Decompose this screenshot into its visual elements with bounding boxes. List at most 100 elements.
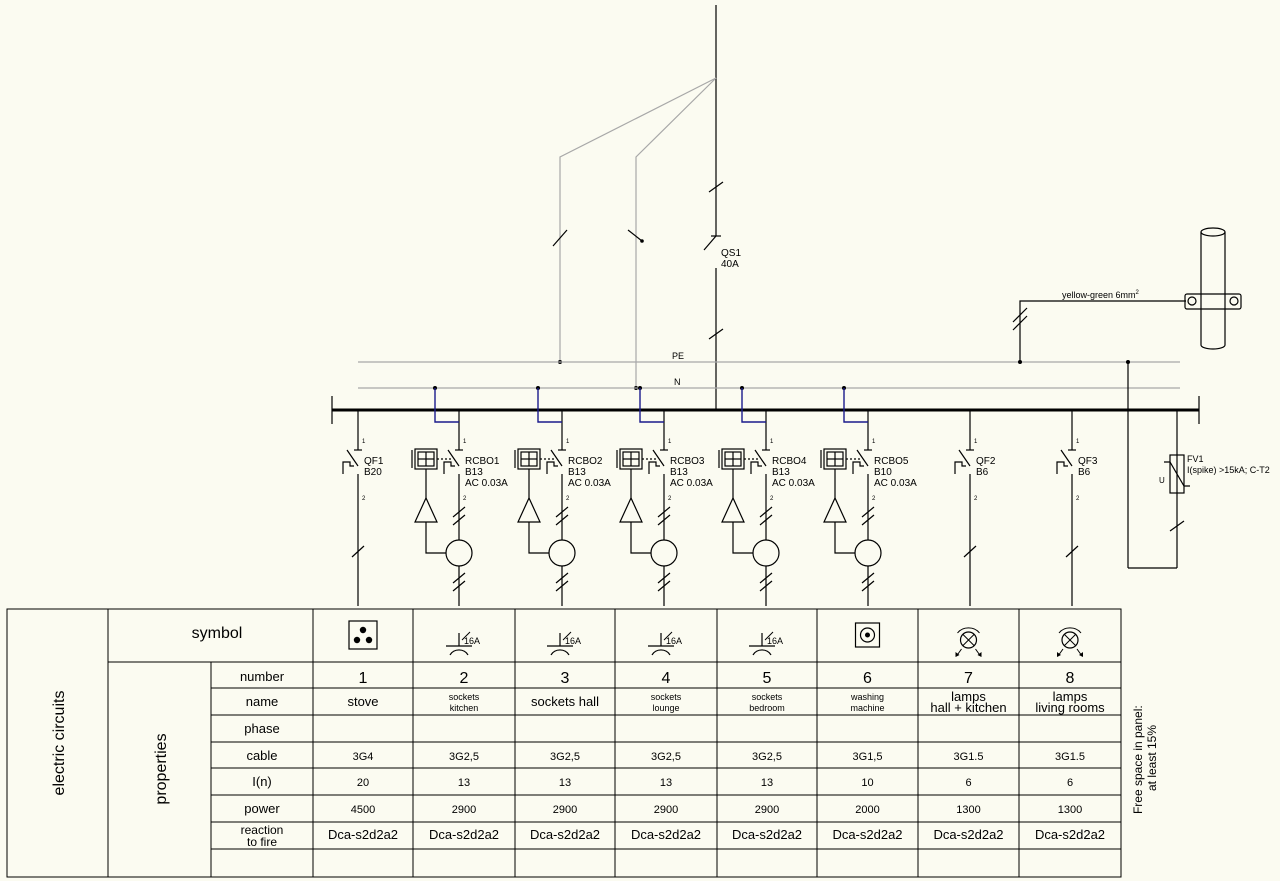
circuit-number: 5: [763, 670, 772, 687]
lamp-icon: [1057, 627, 1083, 657]
circuit-power: 2900: [755, 804, 779, 816]
circuit-number: 1: [359, 670, 368, 687]
yellow-green-label: yellow-green 6mm2: [1062, 290, 1140, 300]
socket-icon: 16A: [749, 631, 783, 656]
pin-1-label: 1: [770, 439, 774, 445]
circuit-cable: 3G4: [353, 751, 374, 763]
circuit-power: 2900: [553, 804, 577, 816]
electric-circuits-label: electric circuits: [51, 691, 68, 796]
circuit-rated-current: 13: [559, 777, 571, 789]
pin-1-label: 1: [872, 439, 876, 445]
circuit-rated-current: 10: [861, 777, 873, 789]
pin-1-label: 1: [463, 439, 467, 445]
circuit-cable: 3G2,5: [550, 751, 580, 763]
pin-2-label: 2: [1076, 496, 1080, 502]
socket-icon: 16A: [648, 631, 682, 656]
pin-1-label: 1: [974, 439, 978, 445]
pin-1-label: 1: [1076, 439, 1080, 445]
svg-text:16A: 16A: [565, 636, 581, 646]
svg-text:16A: 16A: [767, 636, 783, 646]
fv1-surge-protector: U FV1 I(spike) >15kA; C-T2: [1126, 360, 1270, 569]
washing-machine-icon: [854, 622, 881, 648]
circuit-name: stove: [347, 694, 378, 709]
pin-2-label: 2: [974, 496, 978, 502]
circuit-rated-current: 13: [660, 777, 672, 789]
fv1-label: FV1 I(spike) >15kA; C-T2: [1187, 454, 1270, 475]
circuit-number: 8: [1066, 670, 1075, 687]
circuit-power: 2000: [855, 804, 879, 816]
circuit-rated-current: 13: [458, 777, 470, 789]
row-label-name: name: [246, 694, 279, 709]
circuit-table: electric circuits properties symbol numb…: [6, 608, 1159, 878]
circuit-reaction-to-fire: Dca-s2d2a2: [732, 827, 802, 842]
symbol-label: symbol: [192, 625, 243, 642]
circuit-cable: 3G1.5: [954, 751, 984, 763]
pin-2-label: 2: [463, 496, 467, 502]
circuit-name: sockets hall: [531, 694, 599, 709]
circuit-cable: 3G1,5: [853, 751, 883, 763]
circuit-cable: 3G2,5: [449, 751, 479, 763]
socket-icon: 16A: [547, 631, 581, 656]
pin-2-label: 2: [770, 496, 774, 502]
row-label-power: power: [244, 801, 280, 816]
qs1-label: QS1 40A: [721, 248, 744, 270]
u-label: U: [1159, 476, 1165, 485]
row-label-phase: phase: [244, 721, 279, 736]
stove-icon: [348, 620, 378, 650]
circuit-cable: 3G2,5: [651, 751, 681, 763]
free-space-note: Free space in panel: at least 15%: [1131, 702, 1159, 814]
circuit-power: 1300: [956, 804, 980, 816]
circuit-reaction-to-fire: Dca-s2d2a2: [530, 827, 600, 842]
circuit-number: 2: [460, 670, 469, 687]
svg-text:16A: 16A: [464, 636, 480, 646]
n-label: N: [674, 377, 681, 387]
pin-2-label: 2: [566, 496, 570, 502]
circuit-cable: 3G1.5: [1055, 751, 1085, 763]
circuit-reaction-to-fire: Dca-s2d2a2: [328, 827, 398, 842]
row-label-in: I(n): [252, 774, 272, 789]
circuit-number: 4: [662, 670, 671, 687]
circuit-reaction-to-fire: Dca-s2d2a2: [429, 827, 499, 842]
circuit-rated-current: 13: [761, 777, 773, 789]
circuit-cable: 3G2,5: [752, 751, 782, 763]
circuit-reaction-to-fire: Dca-s2d2a2: [933, 827, 1003, 842]
circuit-reaction-to-fire: Dca-s2d2a2: [631, 827, 701, 842]
row-label-number: number: [240, 669, 285, 684]
pe-n-rails: PE N: [358, 351, 1180, 389]
main-feeder: QS1 40A: [703, 5, 744, 410]
circuit-number: 3: [561, 670, 570, 687]
earthing-electrode: yellow-green 6mm2: [1012, 227, 1242, 364]
properties-label: properties: [153, 733, 170, 804]
circuit-power: 1300: [1058, 804, 1082, 816]
svg-text:16A: 16A: [666, 636, 682, 646]
circuit-rated-current: 6: [965, 777, 971, 789]
pin-2-label: 2: [668, 496, 672, 502]
